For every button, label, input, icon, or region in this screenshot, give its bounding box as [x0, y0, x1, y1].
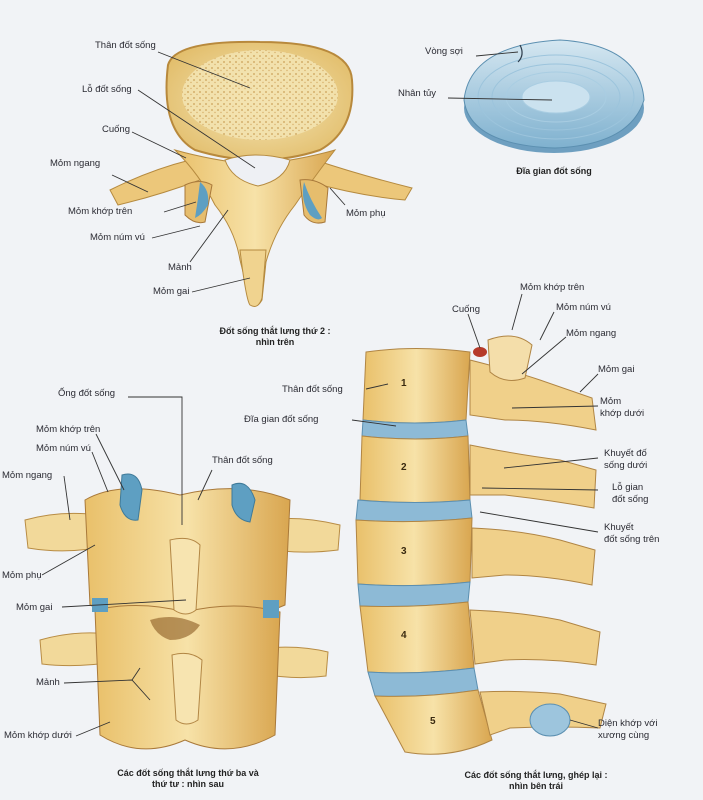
label-lat-body: Thân đốt sống	[282, 384, 343, 395]
label-top-foramen: Lỗ đốt sống	[82, 84, 132, 95]
label-lat-foramen-1: Lỗ gian	[612, 482, 644, 493]
label-top-transverse: Mỏm ngang	[50, 158, 101, 169]
lateral-process-2	[469, 444, 597, 509]
label-lat-inf-notch-1: Khuyết đố	[604, 448, 647, 459]
nucleus-pulposus	[521, 80, 591, 114]
lateral-body-3	[355, 517, 473, 587]
label-top-lamina: Mảnh	[168, 262, 192, 273]
label-lat-transverse: Mỏm ngang	[566, 328, 617, 339]
vertebra-number-2: 2	[401, 462, 407, 473]
label-lat-inf-articular-2: khớp dưới	[600, 408, 645, 419]
label-top-sup-articular: Mỏm khớp trên	[68, 206, 133, 217]
label-lat-pedicle: Cuống	[452, 304, 480, 315]
caption-top-line1: Đốt sống thắt lưng thứ 2 :	[219, 326, 331, 336]
label-post-body: Thân đốt sống	[212, 455, 273, 466]
intervertebral-disc	[463, 39, 645, 153]
label-disc-annulus: Vòng sợi	[425, 46, 463, 57]
transverse-process-right	[309, 159, 413, 201]
articular-facet-right	[302, 182, 322, 220]
superior-view-vertebra	[109, 40, 413, 307]
label-post-canal: Ống đốt sống	[58, 388, 116, 399]
label-post-mammillary: Mỏm núm vú	[36, 443, 91, 454]
posterior-spinous-upper	[169, 537, 201, 615]
caption-disc: Đĩa gian đốt sống	[516, 166, 592, 176]
label-top-pedicle: Cuống	[102, 124, 130, 135]
label-lat-foramen-2: đốt sống	[612, 494, 649, 505]
vertebra-number-4: 4	[401, 630, 407, 641]
caption-lat-line2: nhìn bên trái	[509, 781, 563, 791]
articular-facet-left	[195, 182, 209, 218]
lateral-pedicle	[473, 347, 487, 357]
posterior-spinous-lower	[171, 652, 203, 725]
label-disc-nucleus: Nhân tủy	[398, 88, 437, 99]
label-lat-spinous: Mỏm gai	[598, 364, 635, 375]
label-post-lamina: Mảnh	[36, 677, 60, 688]
spinous-process-top	[239, 249, 267, 307]
caption-post-line1: Các đốt sống thắt lưng thứ ba và	[117, 768, 259, 778]
lateral-process-4	[469, 609, 601, 666]
lateral-process-1	[469, 359, 597, 431]
label-lat-sacral-2: xương cùng	[598, 730, 650, 741]
vertebral-foramen	[224, 154, 291, 187]
label-top-body: Thân đốt sống	[95, 40, 156, 51]
posterior-facet-left	[119, 473, 143, 521]
label-lat-mammillary: Mỏm núm vú	[556, 302, 611, 313]
lateral-process-3	[471, 527, 596, 586]
label-lat-sup-notch-2: đốt sống trên	[604, 534, 660, 545]
posterior-facet-right	[231, 482, 256, 523]
caption-lat-line1: Các đốt sống thắt lưng, ghép lại :	[464, 770, 608, 780]
label-top-accessory: Mỏm phụ	[346, 208, 386, 219]
label-top-spinous: Mỏm gai	[153, 286, 190, 297]
lateral-disc-1	[361, 419, 469, 440]
caption-lateral: Các đốt sống thắt lưng, ghép lại : nhìn …	[436, 770, 636, 792]
label-post-inf-articular: Mỏm khớp dưới	[4, 730, 72, 741]
label-post-accessory: Mỏm phụ	[2, 570, 42, 581]
lateral-disc-3	[357, 581, 471, 607]
caption-top-line2: nhìn trên	[255, 337, 295, 347]
label-post-transverse: Mỏm ngang	[2, 470, 53, 481]
lateral-disc-2	[355, 499, 473, 523]
lateral-body-4	[359, 601, 475, 674]
lateral-body-2	[359, 435, 471, 503]
sacral-facet	[529, 703, 571, 737]
posterior-facet-mid-right	[263, 600, 279, 618]
vertebra-number-5: 5	[430, 716, 436, 727]
lateral-sup-articular-1	[487, 335, 533, 381]
label-lat-inf-articular-1: Mỏm	[600, 396, 622, 407]
label-lat-inf-notch-2: sống dưới	[604, 460, 648, 471]
cancellous-bone	[182, 50, 338, 140]
label-top-mammillary: Mỏm núm vú	[90, 232, 145, 243]
caption-post-line2: thứ tư : nhìn sau	[151, 779, 225, 789]
label-lat-sup-articular: Mỏm khớp trên	[520, 282, 585, 293]
leader-lines	[41, 51, 599, 737]
posterior-view-vertebrae	[24, 473, 341, 750]
vertebra-number-3: 3	[401, 546, 407, 557]
lateral-view-column	[355, 335, 607, 755]
label-lat-sup-notch-1: Khuyết	[604, 522, 634, 533]
caption-top-vertebra: Đốt sống thắt lưng thứ 2 : nhìn trên	[190, 326, 360, 348]
vertebra-number-1: 1	[401, 378, 407, 389]
label-post-spinous: Mỏm gai	[16, 602, 53, 613]
label-lat-sacral-1: Diện khớp với	[598, 718, 658, 729]
label-lat-disc: Đĩa gian đốt sống	[244, 414, 319, 425]
caption-posterior: Các đốt sống thắt lưng thứ ba và thứ tư …	[88, 768, 288, 790]
label-post-sup-articular: Mỏm khớp trên	[36, 424, 101, 435]
